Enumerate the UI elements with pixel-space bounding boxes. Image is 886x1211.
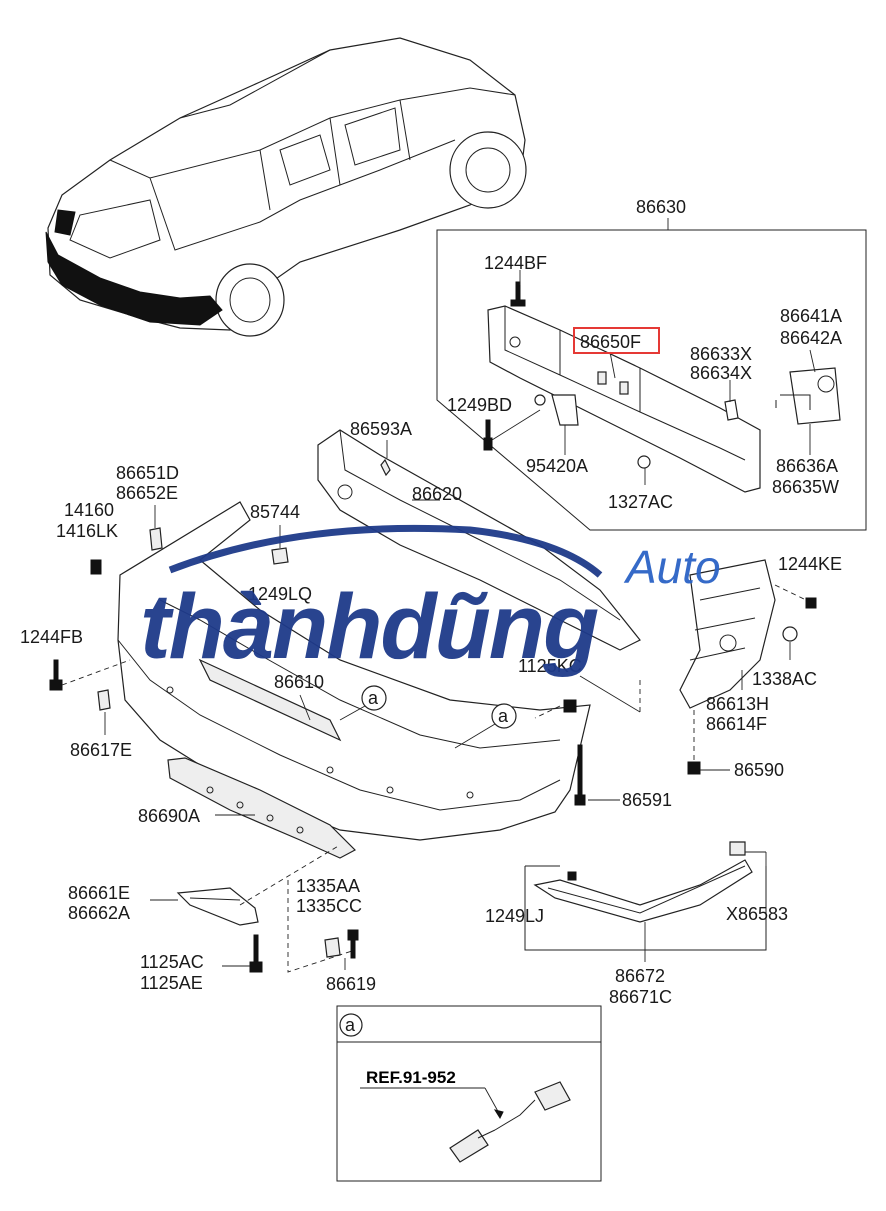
label-14160: 14160 [64,500,114,520]
label-1125AE: 1125AE [140,973,203,993]
car-illustration [45,37,527,337]
label-1335CC: 1335CC [296,896,362,916]
reflector-86661E: 86661E 86662A 1125AC 1125AE 1335AA 1335C… [68,844,376,994]
label-1244BF: 1244BF [484,253,547,273]
parking-sensor-connector [534,1081,571,1111]
label-86633X: 86633X [690,344,752,364]
reinforcement-assembly-group: 86630 1244BF 86650F 86641A 8664 [436,197,867,531]
detail-box-a: a REF.91-952 [336,1005,602,1182]
label-1244FB: 1244FB [20,627,83,647]
label-86662A: 86662A [68,903,130,923]
watermark-brand: thànhdũng [140,576,598,678]
label-86614F: 86614F [706,714,767,734]
label-86651D: 86651D [116,463,179,483]
label-86590: 86590 [734,760,784,780]
label-1249BD: 1249BD [447,395,512,415]
under-cover-86690A: 86690A [138,757,356,859]
garnish-86672: 1249LJ X86583 86672 86671C [485,841,788,1007]
label-1416LK: 1416LK [56,521,118,541]
label-86661E: 86661E [68,883,130,903]
label-86630: 86630 [636,197,686,217]
right-side-parts: 1244KE 1338AC 86613H 86614F 86590 1125KC… [518,554,842,810]
assembly-outline [436,229,867,531]
label-86636A: 86636A [776,456,838,476]
label-1125KC: 1125KC [518,656,582,676]
bracket-86641A [789,367,841,425]
parking-sensor [449,1129,489,1163]
label-86641A: 86641A [780,306,842,326]
label-86620: 86620 [412,484,462,504]
label-86619: 86619 [326,974,376,994]
label-86690A: 86690A [138,806,200,826]
label-86591: 86591 [622,790,672,810]
energy-absorber-86620: 86593A 86620 [317,419,641,651]
callout-a-1-label: a [368,688,379,708]
label-86610: 86610 [274,672,324,692]
bracket-95420A [551,394,579,426]
label-95420A: 95420A [526,456,588,476]
label-86642A: 86642A [780,328,842,348]
ref-label: REF.91-952 [366,1068,456,1087]
callout-markers: a a [339,685,517,749]
watermark-auto: Auto [623,541,721,593]
callout-a-2 [491,703,517,729]
nut-1327AC [637,455,651,469]
label-1249LJ: 1249LJ [485,906,544,926]
watermark: Auto thànhdũng [140,524,721,678]
label-X86583: X86583 [726,904,788,924]
highlight-box [573,327,660,354]
label-1327AC: 1327AC [608,492,673,512]
label-86617E: 86617E [70,740,132,760]
label-1244KE: 1244KE [778,554,842,574]
callout-a-2-label: a [498,706,509,726]
label-86613H: 86613H [706,694,769,714]
label-1125AC: 1125AC [140,952,204,972]
label-86652E: 86652E [116,483,178,503]
detail-callout-a: a [345,1015,356,1035]
side-bracket-86613H [679,559,776,709]
label-86671C: 86671C [609,987,672,1007]
watermark-swoosh [168,524,603,578]
label-1335AA: 1335AA [296,876,360,896]
label-86672: 86672 [615,966,665,986]
label-85744: 85744 [250,502,300,522]
clip-86633X [724,399,739,421]
left-fasteners: 86651D 86652E 14160 1416LK 85744 1249LQ … [20,463,312,760]
label-86634X: 86634X [690,363,752,383]
label-86593A: 86593A [350,419,412,439]
label-1249LQ: 1249LQ [248,584,312,604]
label-1338AC: 1338AC [752,669,817,689]
label-86635W: 86635W [772,477,839,497]
callout-a-1 [361,685,387,711]
label-86650F: 86650F [580,332,641,352]
